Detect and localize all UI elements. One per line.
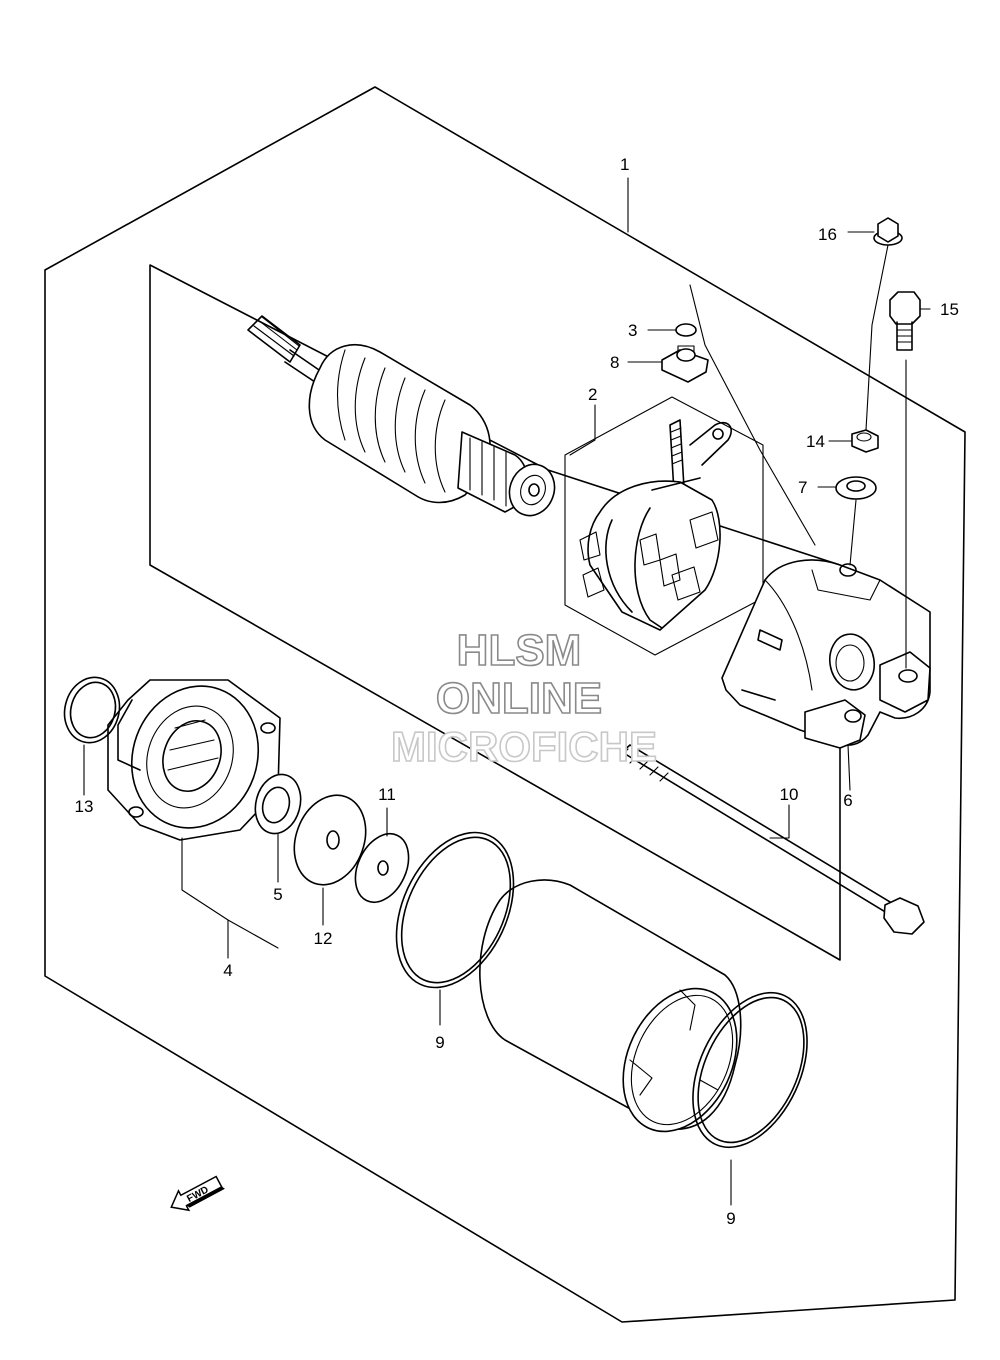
callout-13: 13: [75, 797, 94, 816]
callout-12: 12: [314, 929, 333, 948]
callout-14: 14: [806, 432, 825, 451]
flange-nut-16: [873, 217, 903, 246]
callout-8: 8: [610, 353, 619, 372]
callout-16: 16: [818, 225, 837, 244]
callout-6: 6: [843, 791, 852, 810]
o-ring-9-rear: [692, 991, 808, 1149]
washer-7: [835, 476, 877, 500]
callout-2: 2: [588, 385, 597, 404]
leader-lines: [83, 177, 931, 1206]
o-ring-13: [63, 676, 121, 744]
fwd-arrow-icon: FWD: [170, 1175, 225, 1212]
callout-10: 10: [780, 785, 799, 804]
washer-12: [293, 794, 367, 886]
callout-3: 3: [628, 321, 637, 340]
callout-15: 15: [940, 300, 959, 319]
callout-7: 7: [798, 478, 807, 497]
rear-cover-6: [721, 559, 931, 749]
o-ring-9-front: [395, 831, 515, 989]
armature: [247, 315, 556, 517]
washer-11: [354, 833, 410, 903]
watermark-line-1: HLSM: [457, 626, 582, 675]
callout-9-front: 9: [435, 1033, 444, 1052]
brush-holder-2: [579, 419, 732, 631]
nut-14: [851, 429, 879, 453]
terminal-plate-8: [661, 345, 709, 383]
watermark-line-2: ONLINE: [436, 674, 602, 723]
o-ring-3: [675, 323, 697, 337]
yoke-housing: [479, 879, 742, 1133]
callout-9-rear: 9: [726, 1209, 735, 1228]
callout-1: 1: [620, 155, 629, 174]
callout-5: 5: [273, 885, 282, 904]
oil-seal-5: [254, 773, 302, 835]
watermark-line-3: MICROFICHE: [391, 723, 657, 770]
front-bracket-4: [107, 679, 281, 841]
bolt-15: [889, 291, 921, 351]
callout-11: 11: [378, 785, 396, 804]
assembly-boundary-1: [44, 86, 966, 1323]
callout-4: 4: [223, 961, 232, 980]
through-bolt-10: [619, 744, 925, 935]
